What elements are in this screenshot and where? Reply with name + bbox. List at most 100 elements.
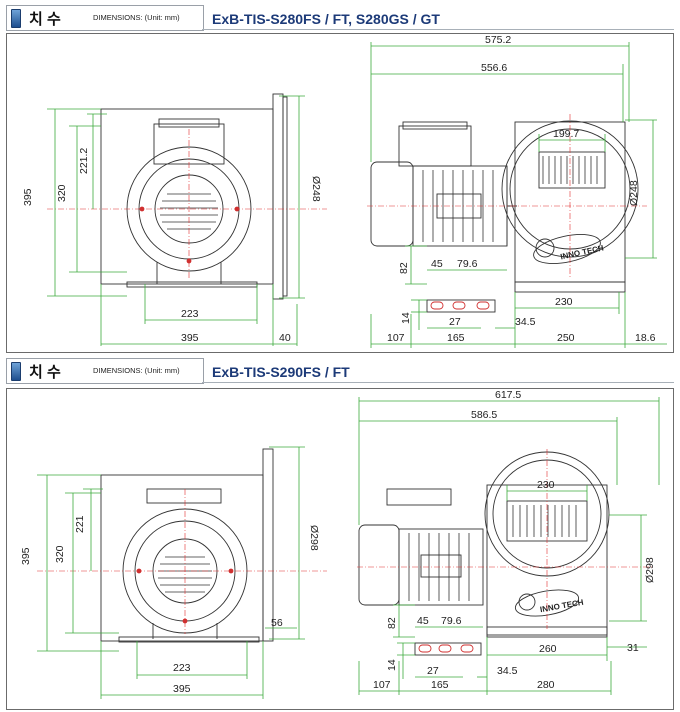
section-title: 치 수 [29, 11, 61, 28]
section-tab-2: 치 수 DIMENSIONS: (Unit: mm) [6, 358, 204, 384]
side-foot-plate [426, 299, 496, 313]
impeller-opening [538, 151, 606, 189]
terminal-lid [158, 118, 220, 128]
dim-body-width: 556.6 [481, 62, 507, 74]
dim-45: 45 [417, 615, 429, 627]
drawing-panel-2: 395 320 221 Ø298 56 223 395 [6, 388, 674, 710]
dim-total-height: 395 [20, 547, 32, 565]
side-terminal-box [398, 125, 472, 167]
dim-total-height: 395 [22, 188, 34, 206]
dim-107: 107 [373, 679, 391, 691]
side-foot-plate [414, 642, 482, 656]
foot-slot-3 [460, 644, 474, 653]
dim-79-6: 79.6 [441, 615, 462, 627]
section-header-1: 치 수 DIMENSIONS: (Unit: mm) ExB-TIS-S280F… [6, 5, 674, 31]
dim-total-width: 395 [181, 332, 199, 344]
motor-foot-lines [156, 262, 222, 284]
bolt-bottom [182, 618, 188, 624]
dim-280: 280 [537, 679, 555, 691]
foot-slot-2 [438, 644, 452, 653]
side-view: INNO TECH 5 [367, 34, 667, 348]
inno-tech-logo: INNO TECH [514, 589, 584, 617]
drawing-svg-1: 395 320 221.2 Ø248 223 395 40 [22, 34, 667, 348]
dim-flange: 56 [271, 617, 283, 629]
dim-base-width: 223 [181, 308, 199, 320]
section-header-2: 치 수 DIMENSIONS: (Unit: mm) ExB-TIS-S290F… [6, 358, 674, 384]
dim-overall-width: 575.2 [485, 34, 511, 46]
dim-body-width: 586.5 [471, 409, 497, 421]
foot-slot-1 [418, 644, 432, 653]
document-icon [11, 9, 21, 28]
dim-79-6: 79.6 [457, 258, 478, 270]
side-view: INNO TECH [357, 389, 660, 695]
dim-18-6: 18.6 [635, 332, 656, 344]
drawing-panel-1: 395 320 221.2 Ø248 223 395 40 [6, 33, 674, 353]
dim-260: 260 [539, 643, 557, 655]
dim-upper-height: 221.2 [78, 148, 90, 174]
side-terminal-lid [402, 121, 468, 130]
front-view: 395 320 221.2 Ø248 223 395 40 [22, 93, 327, 346]
section-units: DIMENSIONS: (Unit: mm) [93, 13, 180, 22]
bolt-left [139, 206, 145, 212]
motor-end-cap [370, 161, 414, 247]
dim-34-5: 34.5 [515, 316, 536, 328]
dim-165: 165 [447, 332, 465, 344]
dim-foot-height: 82 [386, 617, 398, 629]
dim-31: 31 [627, 642, 639, 654]
dim-27: 27 [427, 665, 439, 677]
dim-34-5: 34.5 [497, 665, 518, 677]
model-name-1: ExB-TIS-S280FS / FT, S280GS / GT [212, 11, 440, 27]
inlet-ring [484, 451, 610, 577]
foot-slot-2 [452, 301, 466, 310]
dim-165: 165 [431, 679, 449, 691]
logo-text: INNO TECH [560, 243, 605, 261]
dim-outlet-diameter: Ø248 [310, 176, 322, 202]
front-view: 395 320 221 Ø298 56 223 395 [20, 446, 327, 699]
flange-lip [282, 96, 288, 297]
bolt-bottom [186, 258, 192, 264]
document-icon [11, 362, 21, 381]
impeller-blades [512, 505, 577, 537]
front-base-plate [118, 636, 260, 643]
side-terminal-box [386, 488, 452, 506]
impeller-blades [542, 156, 598, 184]
dim-inlet-diameter: Ø248 [628, 180, 640, 206]
dim-14: 14 [386, 659, 398, 671]
divider [202, 382, 674, 383]
divider [202, 29, 674, 30]
foot-slot-1 [430, 301, 444, 310]
dim-outlet-diameter: Ø298 [308, 525, 320, 551]
dim-230: 230 [555, 296, 573, 308]
drawing-svg-2: 395 320 221 Ø298 56 223 395 [20, 389, 660, 699]
dim-107: 107 [387, 332, 405, 344]
side-base [514, 281, 626, 293]
dim-inlet-width: 199.7 [553, 128, 579, 140]
dim-inner-height: 320 [56, 184, 68, 202]
foot-slot-3 [476, 301, 490, 310]
front-base-plate [126, 281, 258, 288]
dim-base-width: 223 [173, 662, 191, 674]
front-housing [100, 474, 264, 642]
bolt-left [136, 568, 142, 574]
dim-foot-height: 82 [398, 262, 410, 274]
motor-nameplate [420, 554, 462, 578]
dim-inlet-diameter: Ø298 [644, 557, 656, 583]
front-housing [100, 108, 274, 285]
bolt-right [234, 206, 240, 212]
dim-inner-height: 320 [54, 545, 66, 563]
dim-overall-width: 617.5 [495, 389, 521, 401]
dim-upper-height: 221 [74, 515, 86, 533]
bolt-right [228, 568, 234, 574]
front-flange [262, 448, 274, 642]
dim-inlet-width: 230 [537, 479, 555, 491]
dim-45: 45 [431, 258, 443, 270]
dim-total-width: 395 [173, 683, 191, 695]
model-name-2: ExB-TIS-S290FS / FT [212, 364, 350, 380]
dim-27: 27 [449, 316, 461, 328]
dim-250: 250 [557, 332, 575, 344]
section-tab-1: 치 수 DIMENSIONS: (Unit: mm) [6, 5, 204, 31]
motor-foot-lines [152, 623, 218, 639]
dim-flange: 40 [279, 332, 291, 344]
section-units: DIMENSIONS: (Unit: mm) [93, 366, 180, 375]
motor-terminal-box [146, 488, 222, 504]
